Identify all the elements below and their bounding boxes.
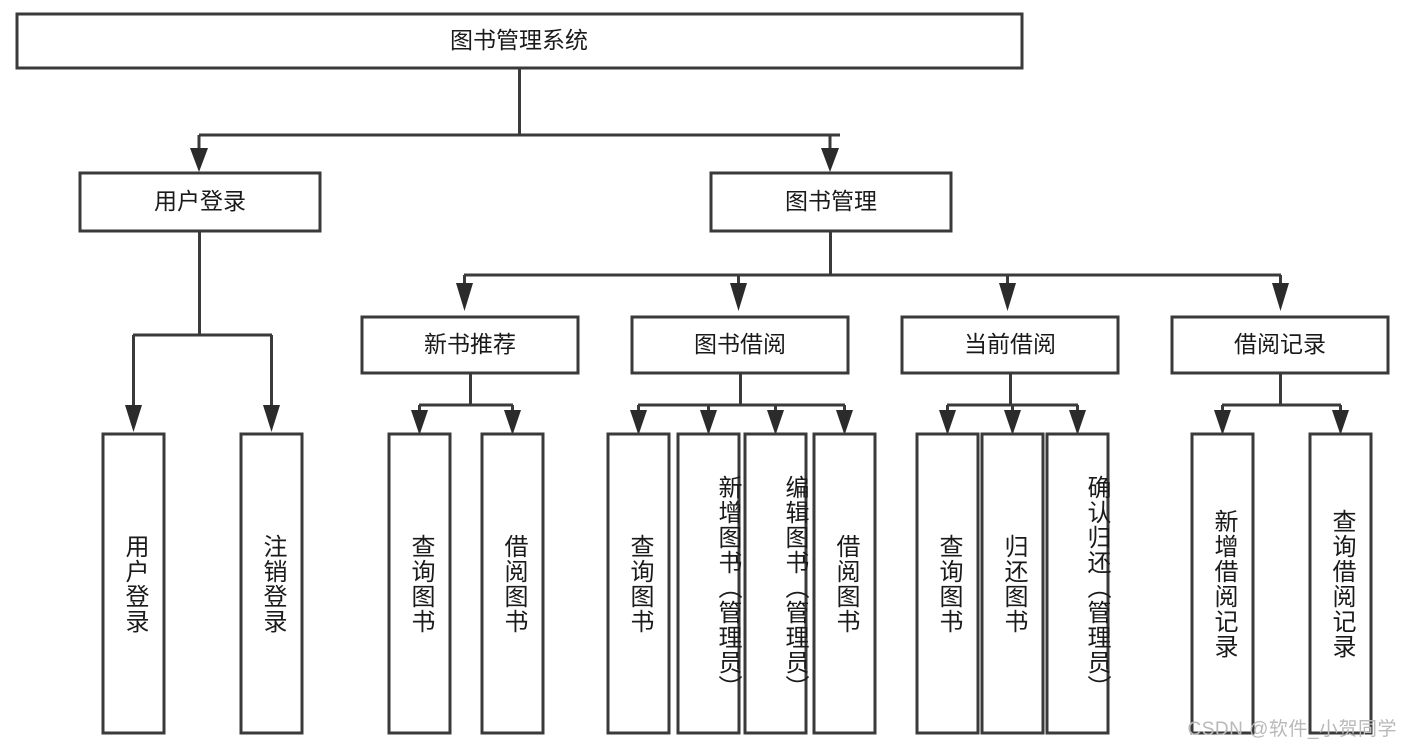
arrow-head-icon (1069, 410, 1086, 435)
node-user-login[interactable]: 用户登录 (78, 171, 322, 233)
leaf-box-query-book-bb[interactable] (606, 432, 671, 735)
node-box-shape (78, 171, 322, 233)
arrow-head-icon (504, 410, 521, 435)
arrow-head-icon (1004, 410, 1021, 435)
leaf-box-user-login[interactable] (101, 432, 166, 735)
node-label: 图书管理 (785, 188, 877, 214)
arrow-head-icon (190, 148, 208, 172)
node-label: 用户登录 (154, 188, 246, 214)
node-book-management[interactable]: 图书管理 (709, 171, 953, 233)
node-root-system[interactable]: 图书管理系统 (15, 12, 1024, 70)
node-label: 图书借阅 (694, 331, 786, 357)
arrow-head-icon (730, 283, 747, 311)
node-label: 当前借阅 (964, 331, 1056, 357)
leaf-box-add-borrow-record[interactable] (1190, 432, 1255, 735)
node-current-borrow[interactable]: 当前借阅 (900, 315, 1120, 375)
node-box-shape (15, 12, 1024, 70)
leaf-box-return-book[interactable] (980, 432, 1045, 735)
arrow-head-icon (263, 405, 280, 432)
arrow-head-icon (125, 405, 142, 432)
node-label: 借阅记录 (1234, 331, 1326, 357)
arrow-head-icon (700, 410, 717, 435)
connector-group-current-borrow (939, 373, 1086, 435)
leaf-box-logout[interactable] (239, 432, 304, 735)
connector-group-user-login (125, 231, 280, 432)
connector-group-book-management (456, 231, 1289, 311)
node-borrow-record[interactable]: 借阅记录 (1170, 315, 1390, 375)
node-book-borrow[interactable]: 图书借阅 (630, 315, 850, 375)
leaf-box-query-borrow-record[interactable] (1308, 432, 1373, 735)
arrow-head-icon (1214, 410, 1231, 435)
node-box-shape (360, 315, 580, 375)
arrow-head-icon (767, 410, 784, 435)
leaf-box-confirm-return-admin[interactable] (1045, 432, 1110, 735)
arrow-head-icon (821, 148, 839, 172)
node-box-shape (900, 315, 1120, 375)
arrow-head-icon (630, 410, 647, 435)
watermark-text: CSDN @软件_小贺同学 (1187, 719, 1397, 740)
leaf-box-query-book-cb[interactable] (915, 432, 980, 735)
node-new-book-recommend[interactable]: 新书推荐 (360, 315, 580, 375)
node-label: 新书推荐 (424, 331, 516, 357)
arrow-head-icon (456, 283, 473, 311)
arrow-head-icon (999, 283, 1016, 311)
arrow-head-icon (1332, 410, 1349, 435)
arrow-head-icon (411, 410, 428, 435)
connector-group-new-book-recommend (411, 373, 521, 435)
leaf-box-query-book-nb[interactable] (387, 432, 452, 735)
arrow-head-icon (836, 410, 853, 435)
leaf-box-borrow-book-nb[interactable] (480, 432, 545, 735)
node-box-shape (1170, 315, 1390, 375)
connector-group-book-borrow (630, 373, 853, 435)
page-title: 图书管理系统 (450, 27, 588, 53)
leaf-box-add-book-admin[interactable] (676, 432, 741, 735)
leaf-box-edit-book-admin[interactable] (743, 432, 808, 735)
arrow-head-icon (1272, 283, 1289, 311)
arrow-head-icon (939, 410, 956, 435)
connector-group-root (190, 68, 840, 172)
leaf-box-borrow-book-bb[interactable] (812, 432, 877, 735)
node-box-shape (630, 315, 850, 375)
connector-group-borrow-record (1214, 373, 1349, 435)
